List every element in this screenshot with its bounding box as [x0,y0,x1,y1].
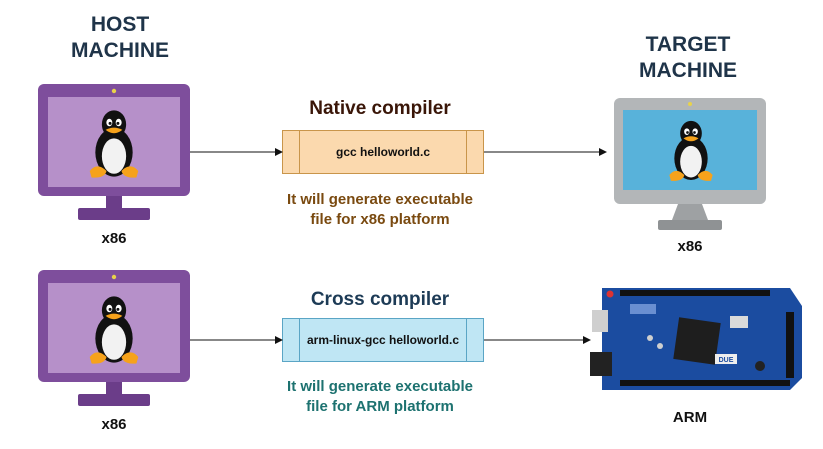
host-platform-label-top: x86 [101,230,127,247]
host-monitor-top [38,84,190,220]
target-platform-label-bottom: ARM [672,409,708,426]
box-divider [299,319,300,361]
cross-command-text: arm-linux-gcc helloworld.c [306,333,460,347]
native-command-text: gcc helloworld.c [335,145,431,159]
arduino-board-icon: DUE [590,288,802,390]
native-command-box: gcc helloworld.c [282,130,484,174]
target-platform-label-top: x86 [677,238,703,255]
tux-penguin-icon [666,114,716,186]
box-divider [299,131,300,173]
host-platform-label-bottom: x86 [101,416,127,433]
board-silkscreen-label: DUE [719,357,734,364]
host-monitor-bottom [38,270,190,406]
host-machine-heading: HOST MACHINE [71,13,169,62]
box-divider [466,319,467,361]
target-monitor [614,98,766,234]
cross-compiler-title: Cross compiler [310,289,450,310]
box-divider [466,131,467,173]
target-machine-heading: TARGET MACHINE [639,33,737,82]
native-compiler-title: Native compiler [309,98,451,119]
cross-command-box: arm-linux-gcc helloworld.c [282,318,484,362]
native-description: It will generate executable file for x86… [287,191,473,228]
cross-description: It will generate executable file for ARM… [287,378,473,415]
arm-board: DUE [590,282,810,394]
